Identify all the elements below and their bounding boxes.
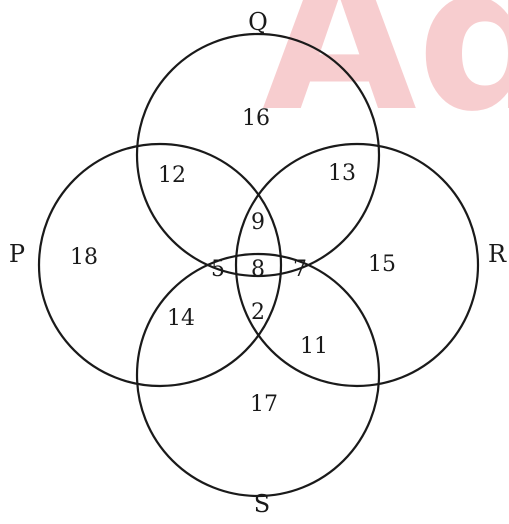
set-label-s: S [254,490,270,518]
region-p-q-s: 5 [211,257,225,282]
region-s-only: 17 [250,392,278,417]
region-r-s: 11 [300,334,328,359]
region-q-r: 13 [328,161,356,186]
region-all: 8 [251,257,265,282]
set-label-p: P [9,240,25,268]
region-p-r-s: 2 [251,300,265,325]
region-p-q-r: 9 [251,210,265,235]
watermark-logo: Ad [262,0,509,156]
set-label-r: R [488,240,507,268]
region-q-only: 16 [242,106,270,131]
circle-r [234,142,480,388]
region-p-s: 14 [167,306,195,331]
circle-p [37,142,283,388]
region-p-only: 18 [70,245,98,270]
region-r-only: 15 [368,252,396,277]
circle-q [135,32,381,278]
watermark-text: Ad [262,0,509,156]
circle-s [135,252,381,498]
region-p-q: 12 [158,163,186,188]
set-label-q: Q [248,8,268,36]
region-q-r-s: 7 [293,257,307,282]
